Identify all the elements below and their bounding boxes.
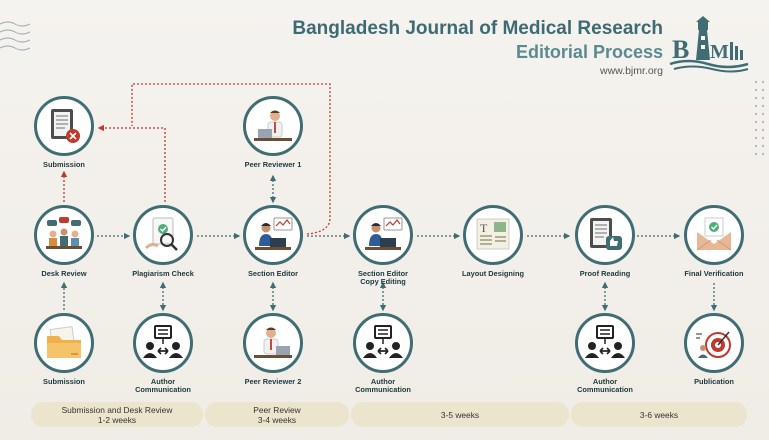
label-copy-editing-line2: Copy Editing [360,277,406,287]
editor-laptop-icon [365,217,403,250]
node-layout-designing: T [463,205,523,265]
svg-text:T: T [480,221,488,235]
node-author-communication-1 [133,313,193,373]
node-author-communication-3 [575,313,635,373]
reviewer-laptop-icon [254,110,292,141]
node-plagiarism-check [133,205,193,265]
node-peer-reviewer-1 [243,96,303,156]
phase-4-line1: 3-6 weeks [639,409,679,420]
label-author-communication-1-line2: Communication [135,385,191,395]
target-icon [696,331,731,358]
process-subtitle: Editorial Process [515,42,663,62]
bjmr-logo: B M [669,16,749,73]
label-section-editor: Section Editor [247,269,299,278]
folder-icon [47,325,81,358]
layout-icon: T [476,218,510,250]
phase-3-line1: 3-5 weeks [440,409,480,420]
label-plagiarism-check: Plagiarism Check [132,269,194,278]
label-author-communication-3-line2: Communication [577,385,633,395]
proof-thumbs-up-icon [590,218,622,250]
magnifier-check-icon [144,217,178,251]
label-proof-reading: Proof Reading [579,269,631,278]
phase-3-6-weeks: 3-6 weeks [571,402,747,427]
label-publication: Publication [694,377,734,386]
phase-2-line2: 3-4 weeks [257,414,297,425]
phase-3-5-weeks: 3-5 weeks [351,402,569,427]
label-author-communication-2-line1: Author [370,377,396,386]
node-proof-reading [575,205,635,265]
label-layout-designing: Layout Designing [461,269,524,278]
node-final-verification [684,205,744,265]
people-exchange-icon [143,325,183,358]
reject-arrow-plagiarism [97,124,166,202]
node-author-communication-2 [353,313,413,373]
label-peer-reviewer-2: Peer Reviewer 2 [244,377,302,386]
document-reject-icon [51,109,80,143]
phase-peer-review: Peer Review 3-4 weeks [205,402,349,427]
node-peer-reviewer-2 [243,313,303,373]
label-author-communication-2: Author Communication [338,377,428,395]
node-copy-editing [353,205,413,265]
wave-decoration [0,21,30,51]
label-author-communication-2-line2: Communication [355,385,411,395]
phase-1-line1: Submission and Desk Review [61,404,173,415]
label-copy-editing-line1: Section Editor [357,269,409,278]
label-copy-editing: Section Editor Copy Editing [338,269,428,287]
label-author-communication-3-line1: Author [592,377,618,386]
label-submission-top: Submission [43,160,85,169]
label-author-communication-3: Author Communication [560,377,650,395]
node-submission-top [34,96,94,156]
node-submission-bottom [34,313,94,373]
meeting-icon [46,217,82,249]
node-desk-review [34,205,94,265]
phase-1-line2: 1-2 weeks [97,414,137,425]
website-url[interactable]: www.bjmr.org [599,65,663,77]
node-section-editor [243,205,303,265]
people-exchange-icon [363,325,403,358]
dots-decoration [755,81,764,155]
label-submission-bottom: Submission [43,377,85,386]
label-final-verification: Final Verification [684,269,744,278]
people-exchange-icon [585,325,625,358]
reviewer-laptop-icon [254,327,292,358]
label-author-communication-1-line1: Author [150,377,176,386]
label-desk-review: Desk Review [41,269,87,278]
journal-title: Bangladesh Journal of Medical Research [292,18,663,39]
node-publication [684,313,744,373]
editor-laptop-icon [255,217,293,250]
svg-text:B: B [672,35,689,64]
envelope-check-icon [696,217,732,251]
reject-arrow-editor [131,83,331,235]
label-author-communication-1: Author Communication [118,377,208,395]
phase-2-line1: Peer Review [253,404,301,415]
phase-submission-desk-review: Submission and Desk Review 1-2 weeks [31,402,203,427]
svg-text:M: M [710,41,729,63]
label-peer-reviewer-1: Peer Reviewer 1 [244,160,302,169]
